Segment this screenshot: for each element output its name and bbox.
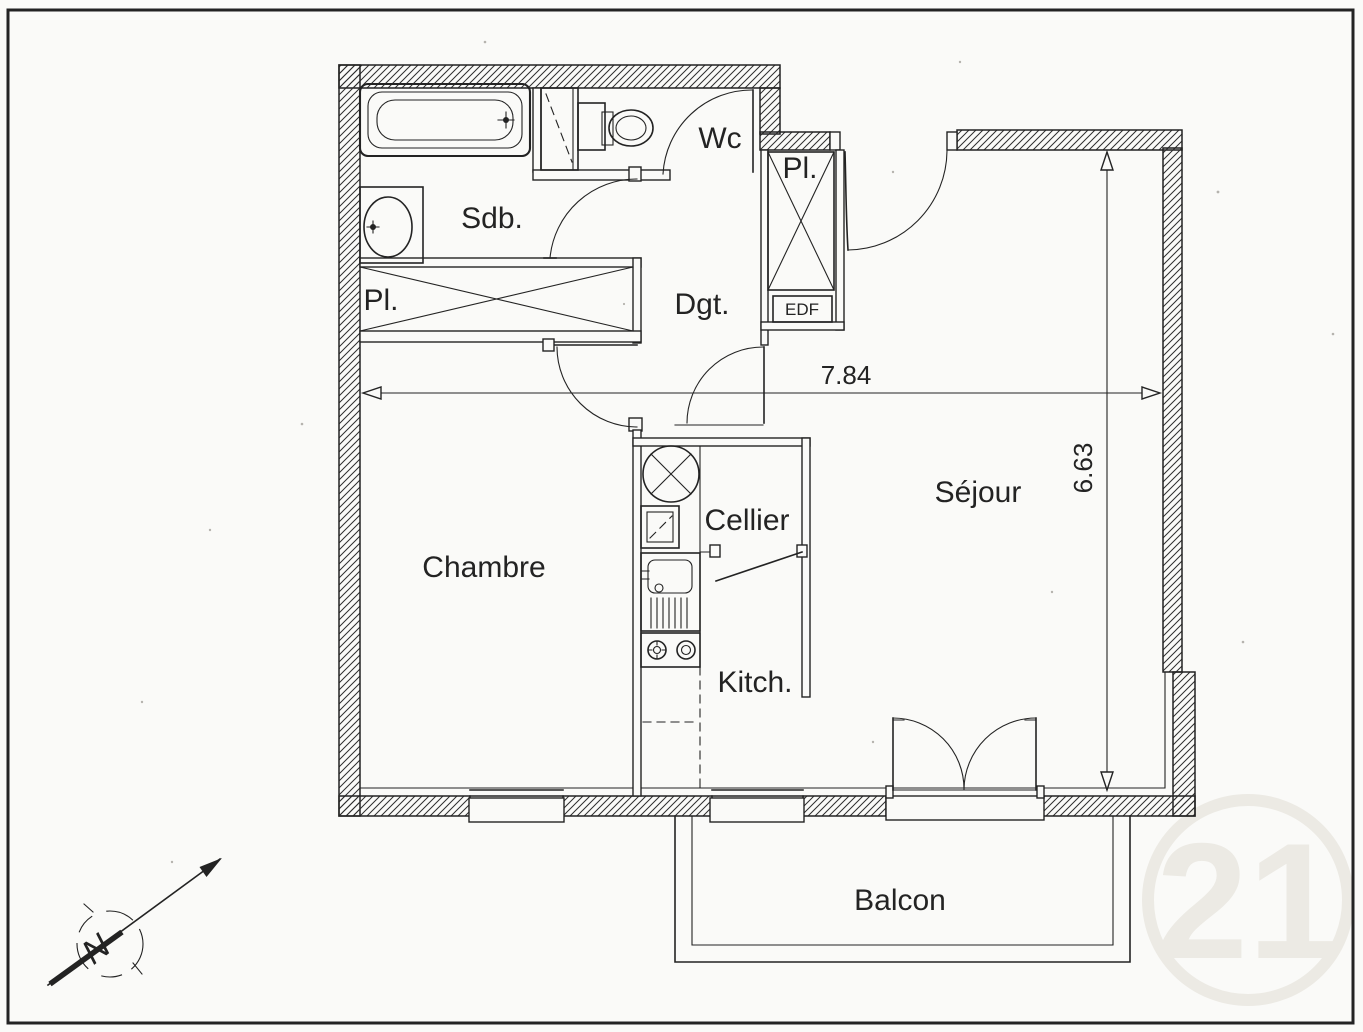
bathtub-icon xyxy=(358,82,532,158)
entry-door-swing xyxy=(844,150,948,251)
cellier-door-leaf xyxy=(699,544,808,583)
dimension-width-value: 7.84 xyxy=(821,360,872,390)
entry-door-strike-jamb xyxy=(829,131,841,151)
watermark-text: 21 xyxy=(1156,809,1340,993)
room-label-balcon: Balcon xyxy=(854,884,946,917)
sdb-door-swing xyxy=(543,178,638,259)
dim-arrow-down xyxy=(1100,771,1114,793)
closet-entry-crossbox xyxy=(760,149,845,346)
dim-arrow-up xyxy=(1100,149,1114,171)
interior-floor-lines xyxy=(359,671,1166,789)
north-arrowhead xyxy=(199,858,222,877)
sdb-door-strike-jamb xyxy=(628,166,642,182)
closet-sdb-crossbox xyxy=(359,257,642,344)
room-label-chambre: Chambre xyxy=(422,551,545,584)
scan-noise xyxy=(140,40,1335,864)
room-label-sejour: Séjour xyxy=(935,476,1022,509)
sdb-wc-partition xyxy=(532,87,542,173)
dimension-depth-value: 6.63 xyxy=(1068,443,1098,494)
room-labels: Sdb. Wc Pl. Pl. EDF Dgt. Cellier Chambre… xyxy=(363,122,1021,917)
balcony-french-door xyxy=(885,717,1045,821)
toilet-icon xyxy=(577,102,654,151)
watermark-circle xyxy=(1142,794,1354,1006)
exterior-walls xyxy=(338,64,1196,817)
dim-arrow-left xyxy=(360,386,382,400)
window-kitchen xyxy=(709,789,805,823)
dimension-line-depth: 6.63 xyxy=(1068,149,1114,793)
room-label-placard-entree: Pl. xyxy=(782,152,817,185)
wc-south-wall xyxy=(532,169,671,181)
chambre-door-swing xyxy=(542,338,643,432)
window-chambre xyxy=(468,789,565,823)
dimension-line-width: 7.84 xyxy=(360,360,1163,400)
entry-wall-jamb xyxy=(946,131,958,151)
room-label-wc: Wc xyxy=(698,122,741,155)
room-label-edf: EDF xyxy=(785,300,819,319)
washbasin-icon xyxy=(359,186,424,264)
balcony-outline xyxy=(674,815,1131,963)
sejour-door-swing xyxy=(686,346,765,424)
water-heater-icon xyxy=(642,445,700,503)
kitchen-sink-icon xyxy=(640,552,701,632)
stove-icon xyxy=(640,632,701,668)
room-label-dgt: Dgt. xyxy=(674,288,729,321)
room-label-placard-sdb: Pl. xyxy=(363,284,398,317)
utility-box-icon xyxy=(640,505,680,549)
scan-border-frame xyxy=(6,8,1355,1025)
room-label-cellier: Cellier xyxy=(704,504,789,537)
dim-arrow-right xyxy=(1141,386,1163,400)
room-label-kitch: Kitch. xyxy=(717,666,792,699)
watermark-21: 21 xyxy=(1142,794,1354,1006)
wc-door-swing xyxy=(662,89,754,175)
edf-meter-box xyxy=(772,295,833,323)
room-label-sdb: Sdb. xyxy=(461,202,523,235)
